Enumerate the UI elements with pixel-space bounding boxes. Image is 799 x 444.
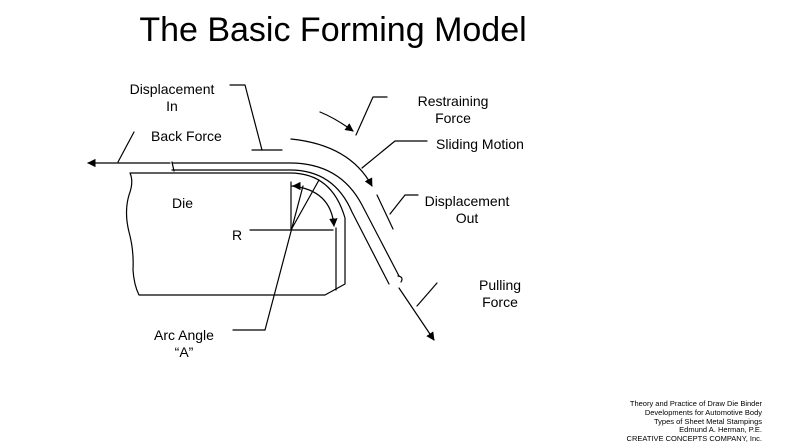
label-die: Die <box>172 195 194 211</box>
pulling-force-arrow <box>398 287 435 341</box>
die-outline <box>125 172 346 296</box>
sliding-motion-leader <box>361 140 428 169</box>
label-back-force: Back Force <box>151 128 222 144</box>
displacement-in-leader <box>229 84 263 151</box>
sheet-break-mark <box>397 275 403 283</box>
sheet-left-edge <box>171 161 175 172</box>
displacement-out-leader <box>389 194 419 215</box>
pulling-force-leader <box>416 282 438 307</box>
arc-angle-leader <box>264 185 304 331</box>
label-pulling-force: Pulling Force <box>478 277 522 310</box>
sheet-top-line <box>171 162 400 277</box>
label-sliding-motion: Sliding Motion <box>436 136 524 152</box>
label-arc-angle: Arc Angle “A” <box>154 327 214 360</box>
back-force-leader <box>117 131 135 163</box>
label-radius: R <box>232 227 243 243</box>
restraining-force-arrow <box>319 111 354 132</box>
page-title: The Basic Forming Model <box>139 11 527 49</box>
restraining-force-leader <box>355 96 388 136</box>
label-displacement-out: Displacement Out <box>424 193 510 226</box>
radius-line <box>290 179 320 231</box>
footer-credits: Theory and Practice of Draw Die Binder D… <box>626 399 762 444</box>
sliding-motion-arrow <box>290 138 373 187</box>
sheet-bottom-line <box>171 169 390 285</box>
displacement-out-tick <box>376 194 394 230</box>
label-displacement-in: Displacement In <box>129 81 215 114</box>
label-restraining-force: Restraining Force <box>417 93 489 126</box>
